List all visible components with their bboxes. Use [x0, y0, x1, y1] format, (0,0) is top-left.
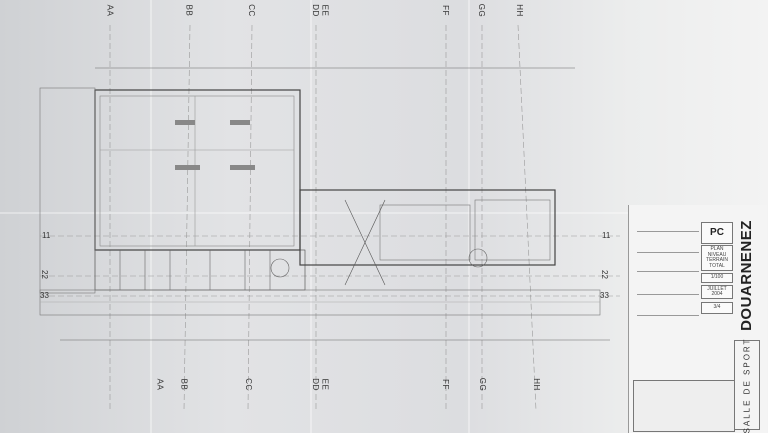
- scale-box: 1/100: [701, 273, 733, 283]
- grid-label-top: GG: [477, 3, 487, 18]
- fold-line: [310, 0, 312, 433]
- doc-type-box: PC: [701, 222, 733, 244]
- grid-label-top: CC: [246, 4, 256, 17]
- grid-label-top: HH: [514, 4, 524, 17]
- grid-label-bottom: AA: [155, 378, 165, 391]
- fold-line: [0, 212, 628, 214]
- grid-label-top: DD: [310, 4, 320, 17]
- grid-label-bottom: HH: [531, 378, 541, 391]
- grid-row-label: 22: [599, 270, 609, 279]
- project-title: SALLE DE SPORT: [734, 337, 760, 433]
- grid-label-top: AA: [105, 4, 115, 17]
- fold-line: [468, 0, 470, 433]
- project-name: SALLE DE SPORT: [742, 337, 752, 433]
- grid-label-top: EE: [320, 4, 330, 17]
- grid-row-label: 33: [40, 291, 49, 300]
- grid-row-label: 22: [39, 270, 49, 279]
- grid-label-top: BB: [184, 4, 194, 17]
- fold-line: [150, 0, 152, 433]
- grid-label-bottom: GG: [478, 377, 488, 392]
- sheet-number-box: 3/4: [701, 302, 733, 314]
- grid-label-top: FF: [440, 5, 450, 16]
- plan-title-box: PLAN NIVEAU TERRAIN TOTAL: [701, 245, 733, 271]
- grid-row-label: 11: [602, 231, 611, 240]
- grid-label-bottom: FF: [440, 379, 450, 390]
- city-title: DOUARNENEZ: [734, 219, 758, 331]
- grid-row-label: 33: [600, 291, 609, 300]
- grid-label-bottom: CC: [243, 378, 253, 391]
- title-block: [628, 205, 767, 433]
- grid-label-bottom: EE: [320, 378, 330, 391]
- grid-label-bottom: BB: [179, 378, 189, 391]
- city-name: DOUARNENEZ: [737, 219, 755, 331]
- grid-label-bottom: DD: [310, 378, 320, 391]
- grid-row-label: 11: [42, 231, 51, 240]
- date-box: JUILLET 2004: [701, 285, 733, 299]
- elevation-thumbnail: [633, 380, 735, 432]
- consultants-list: [637, 225, 699, 336]
